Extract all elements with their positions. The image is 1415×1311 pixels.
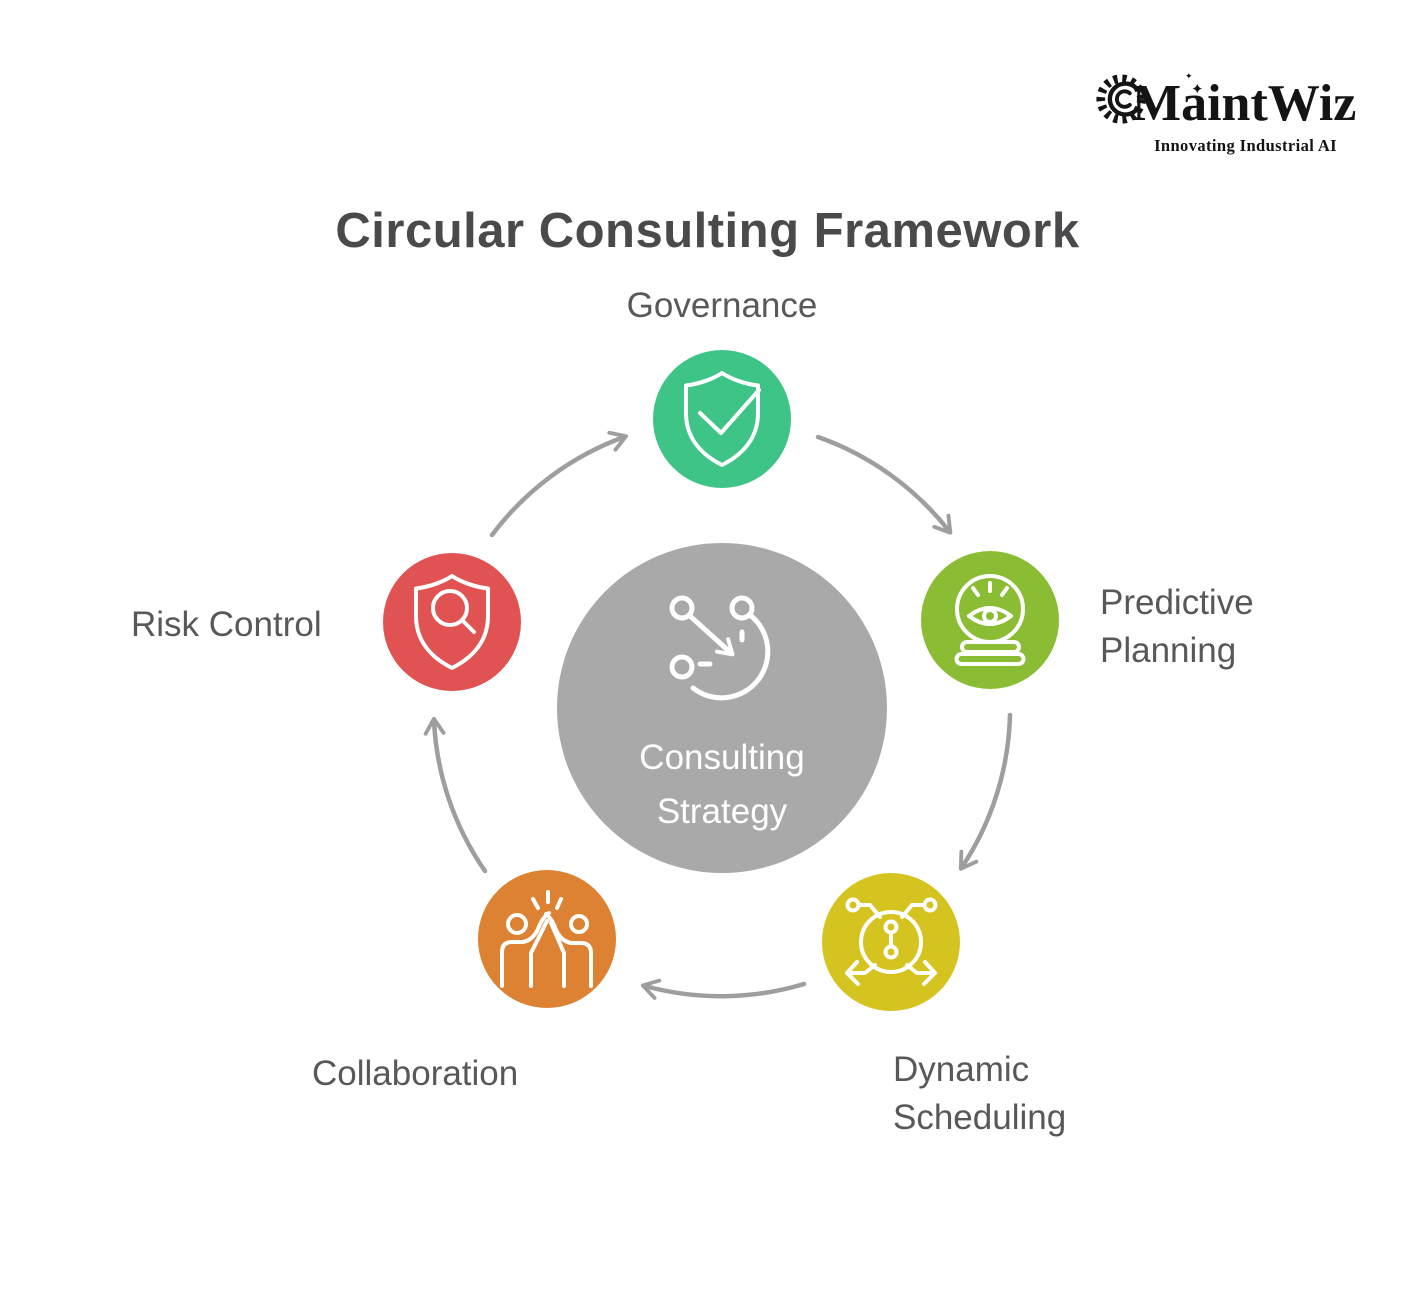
label-risk-control: Risk Control (131, 605, 322, 644)
node-dynamic-scheduling (822, 873, 960, 1011)
node-predictive-planning (921, 551, 1059, 689)
high-five-icon (500, 890, 593, 988)
node-governance (653, 350, 791, 488)
hub-consulting-strategy: Consulting Strategy (557, 543, 887, 873)
brand-logo: MaintWiz ✦ ✦ Innovating Industrial AI (1092, 70, 1356, 162)
node-risk-control (383, 553, 521, 691)
label-governance: Governance (626, 286, 818, 325)
dispatch-network-icon (845, 897, 938, 986)
sparkle-icon: ✦ (1191, 81, 1204, 98)
brand-tagline: Innovating Industrial AI (1154, 136, 1337, 155)
arrow-governance-to-predictive (815, 434, 953, 535)
arrow-collaboration-to-risk (423, 716, 488, 874)
crystal-ball-icon (954, 574, 1026, 666)
strategy-route-icon (669, 595, 771, 701)
shield-check-icon (684, 371, 761, 467)
label-dynamic-scheduling: Dynamic Scheduling (893, 1050, 1067, 1137)
shield-magnifier-icon (414, 574, 490, 670)
arrow-dynamic-to-collaboration (640, 978, 807, 1000)
node-collaboration (478, 870, 616, 1008)
gear-spiral-icon (1096, 74, 1146, 124)
brand-name: MaintWiz (1132, 75, 1357, 132)
label-predictive-planning: Predictive Planning (1100, 583, 1254, 670)
arrow-predictive-to-dynamic (958, 712, 1013, 871)
sparkle-small-icon: ✦ (1185, 71, 1193, 81)
page-title: Circular Consulting Framework (335, 203, 1080, 258)
hub-label: Consulting Strategy (639, 738, 805, 831)
arrow-risk-to-governance (489, 430, 629, 538)
label-collaboration: Collaboration (312, 1054, 519, 1093)
